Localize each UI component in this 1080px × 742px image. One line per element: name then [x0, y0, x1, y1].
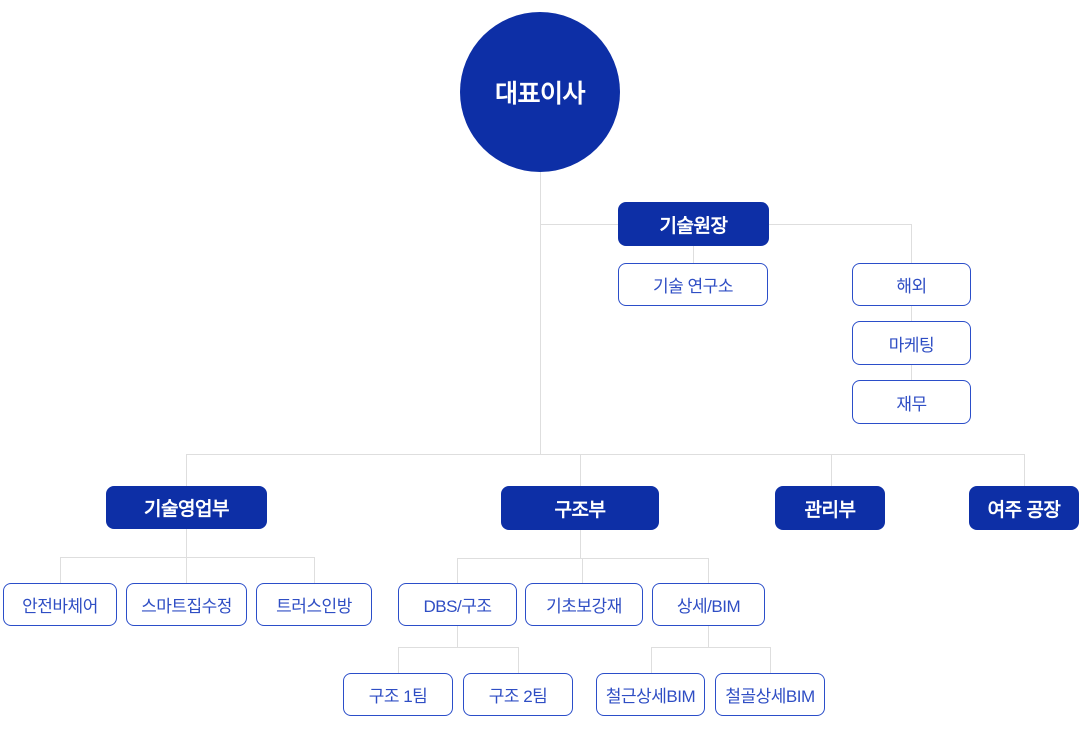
connector-dept-drop-3: [831, 454, 832, 486]
node-dept-admin: 관리부: [775, 486, 885, 530]
node-dept-tech-sales: 기술영업부: [106, 486, 267, 529]
connector-dbs-drop-1: [398, 647, 399, 673]
node-unit-detail-bim: 상세/BIM: [652, 583, 765, 626]
node-ceo: 대표이사: [460, 12, 620, 172]
node-unit-foundation-reinforcement: 기초보강재: [525, 583, 643, 626]
node-team-steel-detail-bim: 철골상세BIM: [715, 673, 825, 716]
connector-dbs-stem: [457, 626, 458, 647]
node-staff-finance: 재무: [852, 380, 971, 424]
connector-structure-drop-1: [457, 558, 458, 583]
connector-dept-drop-2: [580, 454, 581, 486]
connector-dbs-rail: [398, 647, 518, 648]
node-product-smart-sump: 스마트집수정: [126, 583, 247, 626]
connector-structure-drop-2: [582, 558, 583, 583]
node-staff-overseas: 해외: [852, 263, 971, 306]
node-tech-research-lab: 기술 연구소: [618, 263, 768, 306]
connector-techsales-drop-1: [60, 557, 61, 583]
connector-bim-drop-1: [651, 647, 652, 673]
connector-structure-drop-3: [708, 558, 709, 583]
connector-staff-drop: [911, 224, 912, 263]
node-dept-yeoju-factory: 여주 공장: [969, 486, 1079, 530]
node-tech-director: 기술원장: [618, 202, 769, 246]
node-product-safety-bar-chair: 안전바체어: [3, 583, 117, 626]
connector-bim-rail: [651, 647, 770, 648]
connector-dept-drop-1: [186, 454, 187, 486]
node-dept-structure: 구조부: [501, 486, 659, 530]
node-product-truss-lintel: 트러스인방: [256, 583, 372, 626]
connector-main-horizontal: [186, 454, 1025, 455]
connector-techsales-stem: [186, 529, 187, 557]
node-team-structure-2: 구조 2팀: [463, 673, 573, 716]
connector-techsales-rail: [60, 557, 314, 558]
connector-lab-vertical: [693, 246, 694, 263]
connector-dept-drop-4: [1024, 454, 1025, 486]
connector-bim-stem: [708, 626, 709, 647]
connector-bim-drop-2: [770, 647, 771, 673]
connector-structure-stem: [580, 530, 581, 558]
node-team-structure-1: 구조 1팀: [343, 673, 453, 716]
node-staff-marketing: 마케팅: [852, 321, 971, 365]
node-unit-dbs-structure: DBS/구조: [398, 583, 517, 626]
connector-techsales-drop-2: [186, 557, 187, 583]
connector-dbs-drop-2: [518, 647, 519, 673]
connector-root-vertical: [540, 172, 541, 454]
node-team-rebar-detail-bim: 철근상세BIM: [596, 673, 705, 716]
connector-techsales-drop-3: [314, 557, 315, 583]
connector-staff-gap-2: [911, 365, 912, 380]
connector-staff-gap-1: [911, 306, 912, 321]
